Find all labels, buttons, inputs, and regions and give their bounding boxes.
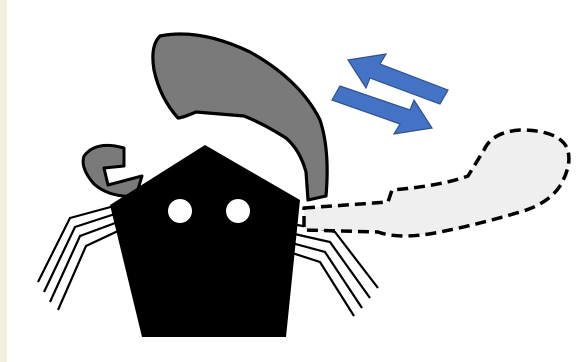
leg-icon <box>44 213 118 292</box>
leg-icon <box>290 233 370 298</box>
leg-icon <box>50 222 118 302</box>
double-arrow-icon <box>332 54 448 134</box>
pentagon-body-icon <box>110 145 300 337</box>
right-legs <box>286 224 378 316</box>
extended-claw-outline-icon <box>304 130 569 236</box>
eye-icon <box>226 199 250 223</box>
small-claw-icon <box>83 145 142 196</box>
eye-icon <box>168 199 192 223</box>
left-legs <box>38 205 118 310</box>
